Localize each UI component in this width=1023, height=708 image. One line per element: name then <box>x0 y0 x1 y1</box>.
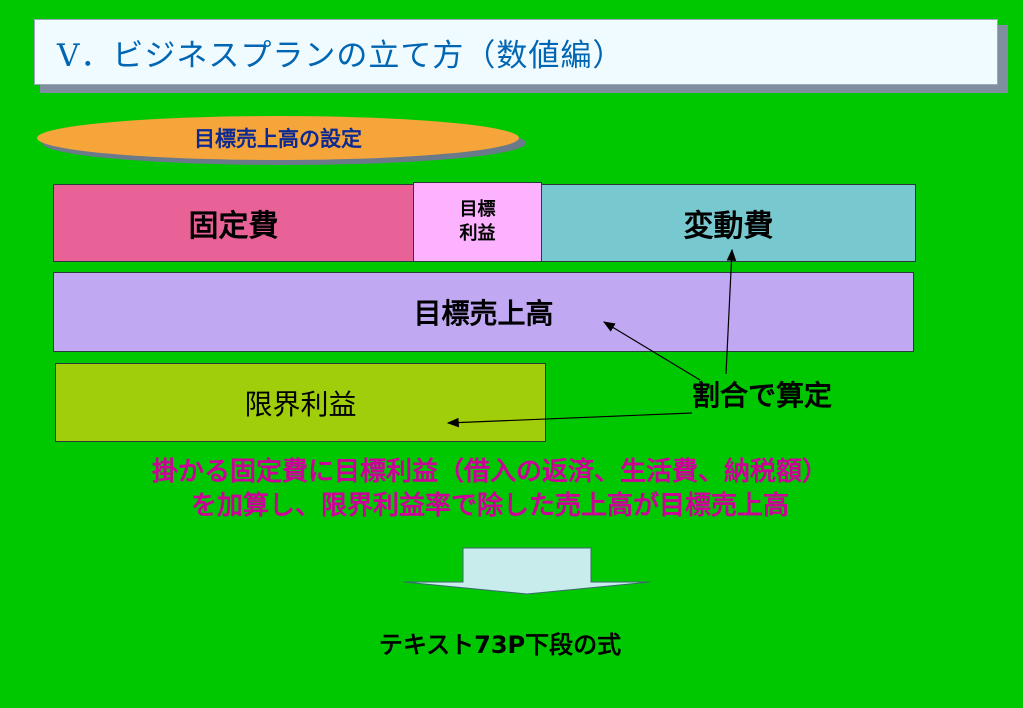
note-line1: 掛かる固定費に目標利益（借入の返済、生活費、納税額） <box>151 457 828 487</box>
variable-cost-box: 変動費 <box>541 184 916 262</box>
target-profit-box: 目標 利益 <box>413 182 542 262</box>
section-label: 目標売上高の設定 <box>37 116 519 160</box>
target-sales-box: 目標売上高 <box>53 272 914 352</box>
arrow-to-variable-cost <box>725 248 737 375</box>
page-title: Ⅴ．ビジネスプランの立て方（数値編） <box>57 37 625 74</box>
arrow-to-marginal-profit <box>446 412 693 428</box>
arrow-to-target-sales <box>602 321 701 381</box>
footer-text: テキスト73P下段の式 <box>378 631 622 659</box>
note-line2: を加算し、限界利益率で除した売上高が目標売上高 <box>190 491 789 521</box>
down-arrow-icon <box>403 547 651 595</box>
marginal-profit-box: 限界利益 <box>55 363 546 442</box>
target-profit-line2: 利益 <box>459 223 496 244</box>
title-box: Ⅴ．ビジネスプランの立て方（数値編） <box>34 19 998 85</box>
explanation-note: 掛かる固定費に目標利益（借入の返済、生活費、納税額） を加算し、限界利益率で除し… <box>0 455 980 523</box>
target-profit-line1: 目標 <box>459 199 496 220</box>
ratio-label: 割合で算定 <box>692 379 833 412</box>
